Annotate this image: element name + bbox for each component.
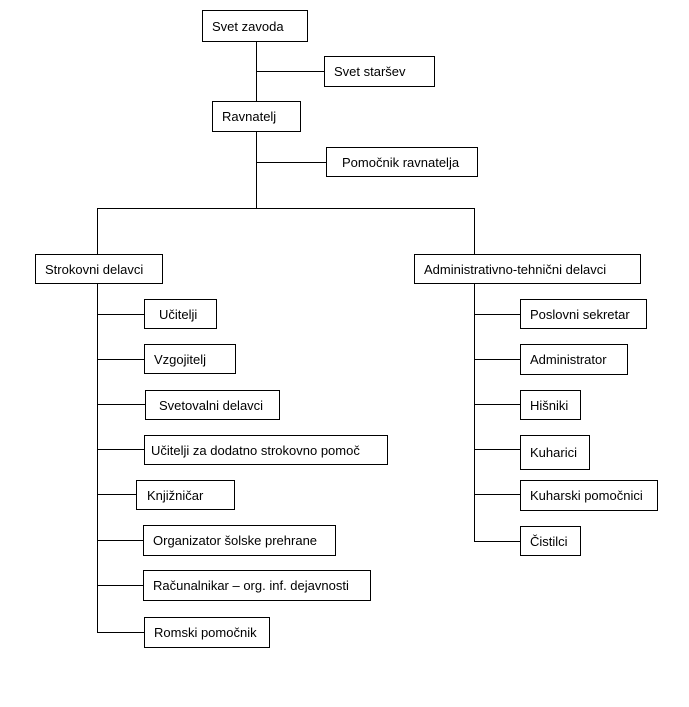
- node-administrative-item: Hišniki: [520, 390, 581, 420]
- node-label: Strokovni delavci: [45, 261, 144, 277]
- node-label: Učitelji za dodatno strokovno pomoč: [151, 442, 360, 458]
- connector-line: [97, 449, 144, 450]
- node-administrative-item: Poslovni sekretar: [520, 299, 647, 329]
- node-label: Pomočnik ravnatelja: [342, 154, 460, 170]
- connector-line: [97, 540, 143, 541]
- connector-line: [474, 208, 475, 254]
- node-svet-zavoda: Svet zavoda: [202, 10, 308, 42]
- node-administrative-item: Administrator: [520, 344, 628, 375]
- connector-line: [97, 208, 98, 254]
- node-ravnatelj: Ravnatelj: [212, 101, 301, 132]
- node-professional-item: Romski pomočnik: [144, 617, 270, 648]
- connector-line: [256, 71, 324, 72]
- connector-line: [474, 359, 520, 360]
- connector-line: [474, 449, 520, 450]
- node-label: Ravnatelj: [222, 109, 277, 124]
- node-professional-item: Vzgojitelj: [144, 344, 236, 374]
- node-label: Računalnikar – org. inf. dejavnosti: [153, 578, 349, 593]
- node-administrative-item: Kuharski pomočnici: [520, 480, 658, 511]
- connector-line: [97, 404, 145, 405]
- node-professional-item: Učitelji za dodatno strokovno pomoč: [144, 435, 388, 465]
- node-label: Svetovalni delavci: [159, 397, 264, 413]
- node-label: Vzgojitelj: [154, 351, 207, 367]
- node-label: Hišniki: [530, 397, 569, 413]
- node-label: Poslovni sekretar: [530, 306, 630, 322]
- connector-line: [97, 494, 136, 495]
- node-label: Romski pomočnik: [154, 625, 257, 640]
- node-professional-item: Organizator šolske prehrane: [143, 525, 336, 556]
- node-professional-item: Učitelji: [144, 299, 217, 329]
- node-label: Kuharici: [530, 445, 577, 460]
- node-label: Organizator šolske prehrane: [153, 533, 318, 548]
- connector-line: [97, 284, 98, 632]
- connector-line: [474, 404, 520, 405]
- connector-line: [97, 632, 144, 633]
- connector-line: [474, 541, 520, 542]
- node-label: Svet zavoda: [212, 18, 284, 34]
- node-svet-starsev: Svet staršev: [324, 56, 435, 87]
- connector-line: [97, 208, 475, 209]
- node-professional-item: Svetovalni delavci: [145, 390, 280, 420]
- node-administrative-item: Čistilci: [520, 526, 581, 556]
- node-professional-item: Knjižničar: [136, 480, 235, 510]
- node-pomocnik-ravnatelja: Pomočnik ravnatelja: [326, 147, 478, 177]
- node-label: Učitelji: [159, 306, 198, 322]
- connector-line: [474, 494, 520, 495]
- node-administrativno-tehnicni-delavci: Administrativno-tehnični delavci: [414, 254, 641, 284]
- connector-line: [474, 314, 520, 315]
- connector-line: [256, 162, 327, 163]
- node-label: Svet staršev: [334, 64, 406, 79]
- connector-line: [97, 314, 144, 315]
- node-label: Knjižničar: [147, 487, 204, 503]
- node-label: Administrator: [530, 352, 607, 367]
- node-label: Čistilci: [530, 533, 568, 549]
- node-label: Administrativno-tehnični delavci: [424, 261, 607, 277]
- connector-line: [97, 359, 144, 360]
- connector-line: [256, 42, 257, 102]
- node-administrative-item: Kuharici: [520, 435, 590, 470]
- connector-line: [97, 585, 143, 586]
- connector-line: [256, 132, 257, 208]
- connector-line: [474, 284, 475, 542]
- node-professional-item: Računalnikar – org. inf. dejavnosti: [143, 570, 371, 601]
- node-label: Kuharski pomočnici: [530, 488, 643, 503]
- node-strokovni-delavci: Strokovni delavci: [35, 254, 163, 284]
